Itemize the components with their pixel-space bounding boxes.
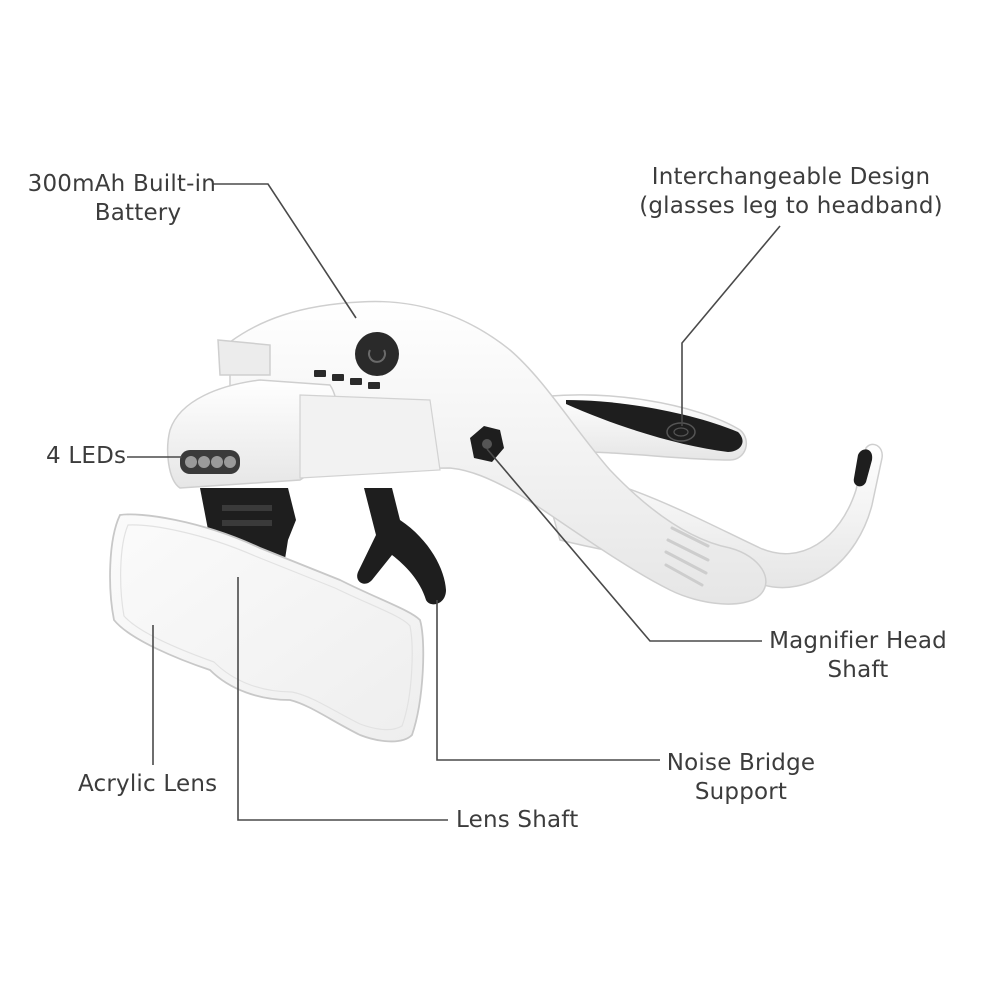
label-magnifier-line2: Shaft	[827, 657, 889, 683]
leader-nose-bridge	[436, 600, 660, 761]
nose-bridge	[357, 488, 446, 605]
label-nose-bridge-support: Noise Bridge Support	[658, 749, 824, 807]
label-magnifier-head-shaft: Magnifier Head Shaft	[758, 627, 958, 685]
led-array	[185, 456, 236, 468]
leader-battery	[212, 183, 357, 319]
label-battery: 300mAh Built-in Battery	[20, 170, 216, 228]
label-interchangeable-design: Interchangeable Design (glasses leg to h…	[626, 163, 956, 221]
battery-indicator	[314, 370, 380, 389]
leader-magnifier-shaft	[486, 448, 762, 642]
label-magnifier-line1: Magnifier Head	[769, 628, 947, 654]
label-acrylic-lens: Acrylic Lens	[78, 771, 218, 797]
arm-tip-pad	[853, 449, 873, 487]
leader-lines	[127, 183, 781, 821]
leader-design	[681, 225, 781, 426]
label-nose-line2: Support	[694, 779, 788, 805]
label-leds: 4 LEDs	[46, 443, 127, 469]
label-battery-line1: 300mAh Built-in	[27, 171, 216, 197]
acrylic-lens	[109, 513, 425, 743]
label-lens-shaft: Lens Shaft	[456, 807, 579, 833]
leader-lens-shaft	[237, 577, 448, 821]
magnifier-shaft-knob	[470, 426, 504, 462]
label-nose-line1: Noise Bridge	[666, 750, 816, 776]
label-design-line1: Interchangeable Design	[651, 164, 931, 190]
label-battery-line2: Battery	[94, 200, 182, 226]
power-button	[355, 332, 399, 376]
label-design-line2: (glasses leg to headband)	[639, 193, 943, 219]
arm-grip-pad	[566, 400, 743, 452]
led-housing	[166, 339, 441, 489]
